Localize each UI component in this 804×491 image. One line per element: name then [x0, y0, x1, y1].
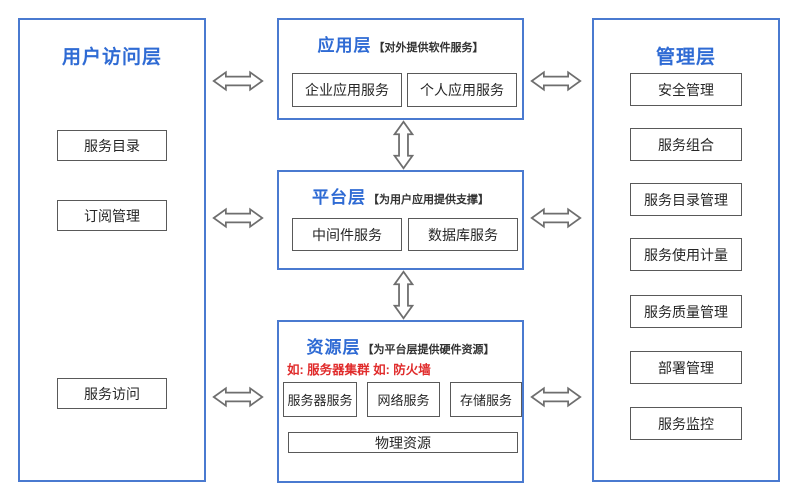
middleware-service-box: 中间件服务 — [292, 218, 402, 251]
service-access-box: 服务访问 — [57, 378, 167, 409]
application-layer-heading: 应用层 【对外提供软件服务】 — [279, 31, 522, 56]
arrow-platform-resource-icon — [390, 270, 417, 320]
management-layer-title: 管理层 — [655, 47, 716, 68]
resource-layer-subtitle: 【为平台层提供硬件资源】 — [362, 344, 495, 356]
service-composition-box: 服务组合 — [630, 128, 742, 161]
personal-app-service-box: 个人应用服务 — [407, 73, 517, 107]
physical-resource-box: 物理资源 — [288, 432, 518, 453]
arrow-user-to-application-icon — [212, 69, 264, 93]
service-usage-metering-box: 服务使用计量 — [630, 238, 742, 271]
platform-layer-heading: 平台层 【为用户应用提供支撑】 — [279, 183, 522, 208]
arrow-user-to-resource-icon — [212, 385, 264, 409]
arrow-application-platform-icon — [390, 120, 417, 170]
resource-layer-examples-note: 如: 服务器集群 如: 防火墙 — [287, 363, 431, 377]
deployment-management-box: 部署管理 — [630, 351, 742, 384]
platform-layer-title: 平台层 — [312, 188, 366, 207]
application-layer-title: 应用层 — [317, 36, 372, 55]
arrow-application-to-management-icon — [530, 69, 582, 93]
arrow-user-to-platform-icon — [212, 206, 264, 230]
network-service-box: 网络服务 — [367, 382, 440, 417]
service-catalog-management-box: 服务目录管理 — [630, 183, 742, 216]
storage-service-box: 存储服务 — [450, 382, 522, 417]
service-catalog-box: 服务目录 — [57, 130, 167, 161]
user-access-layer-panel: 用户访问层 服务目录 订阅管理 服务访问 — [18, 18, 206, 482]
management-layer-panel: 管理层 安全管理 服务组合 服务目录管理 服务使用计量 服务质量管理 部署管理 … — [592, 18, 780, 482]
arrow-resource-to-management-icon — [530, 385, 582, 409]
platform-layer-subtitle: 【为用户应用提供支撑】 — [368, 194, 489, 206]
resource-layer-heading: 资源层 【为平台层提供硬件资源】 — [279, 333, 522, 358]
application-layer-subtitle: 【对外提供软件服务】 — [373, 42, 484, 54]
service-monitoring-box: 服务监控 — [630, 407, 742, 440]
user-access-layer-title: 用户访问层 — [61, 47, 162, 68]
database-service-box: 数据库服务 — [408, 218, 518, 251]
resource-layer-title: 资源层 — [306, 338, 361, 357]
server-service-box: 服务器服务 — [283, 382, 357, 417]
service-quality-management-box: 服务质量管理 — [630, 295, 742, 328]
subscription-management-box: 订阅管理 — [57, 200, 167, 231]
enterprise-app-service-box: 企业应用服务 — [292, 73, 402, 107]
application-layer-panel: 应用层 【对外提供软件服务】 企业应用服务 个人应用服务 — [277, 18, 524, 120]
platform-layer-panel: 平台层 【为用户应用提供支撑】 中间件服务 数据库服务 — [277, 170, 524, 270]
resource-layer-panel: 资源层 【为平台层提供硬件资源】 如: 服务器集群 如: 防火墙 服务器服务 网… — [277, 320, 524, 483]
security-management-box: 安全管理 — [630, 73, 742, 106]
arrow-platform-to-management-icon — [530, 206, 582, 230]
